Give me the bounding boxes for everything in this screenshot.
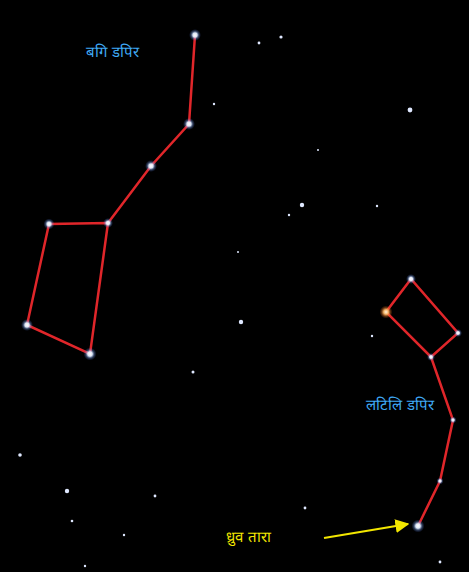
- star: [21, 319, 33, 331]
- star: [427, 353, 435, 361]
- star: [450, 417, 457, 424]
- constellation-line: [108, 35, 195, 223]
- constellation-stars: [21, 29, 462, 533]
- constellation-line: [386, 279, 458, 357]
- constellation-line: [418, 357, 453, 526]
- star: [44, 219, 55, 230]
- star: [183, 118, 195, 130]
- star: [189, 29, 201, 41]
- star: [437, 478, 444, 485]
- star: [84, 348, 97, 361]
- star: [103, 218, 113, 228]
- star: [380, 306, 393, 319]
- star: [145, 160, 157, 172]
- constellation-name: लटिलि डपिर: [366, 396, 434, 414]
- pole-star: [412, 520, 425, 533]
- constellation-name: बगि डपिर: [86, 43, 139, 61]
- pointer-arrow: [324, 524, 408, 538]
- constellation-line: [27, 223, 108, 354]
- star: [454, 329, 462, 337]
- star-name: ध्रुव तारा: [226, 528, 271, 546]
- star: [406, 274, 416, 284]
- background-stars: [18, 35, 441, 567]
